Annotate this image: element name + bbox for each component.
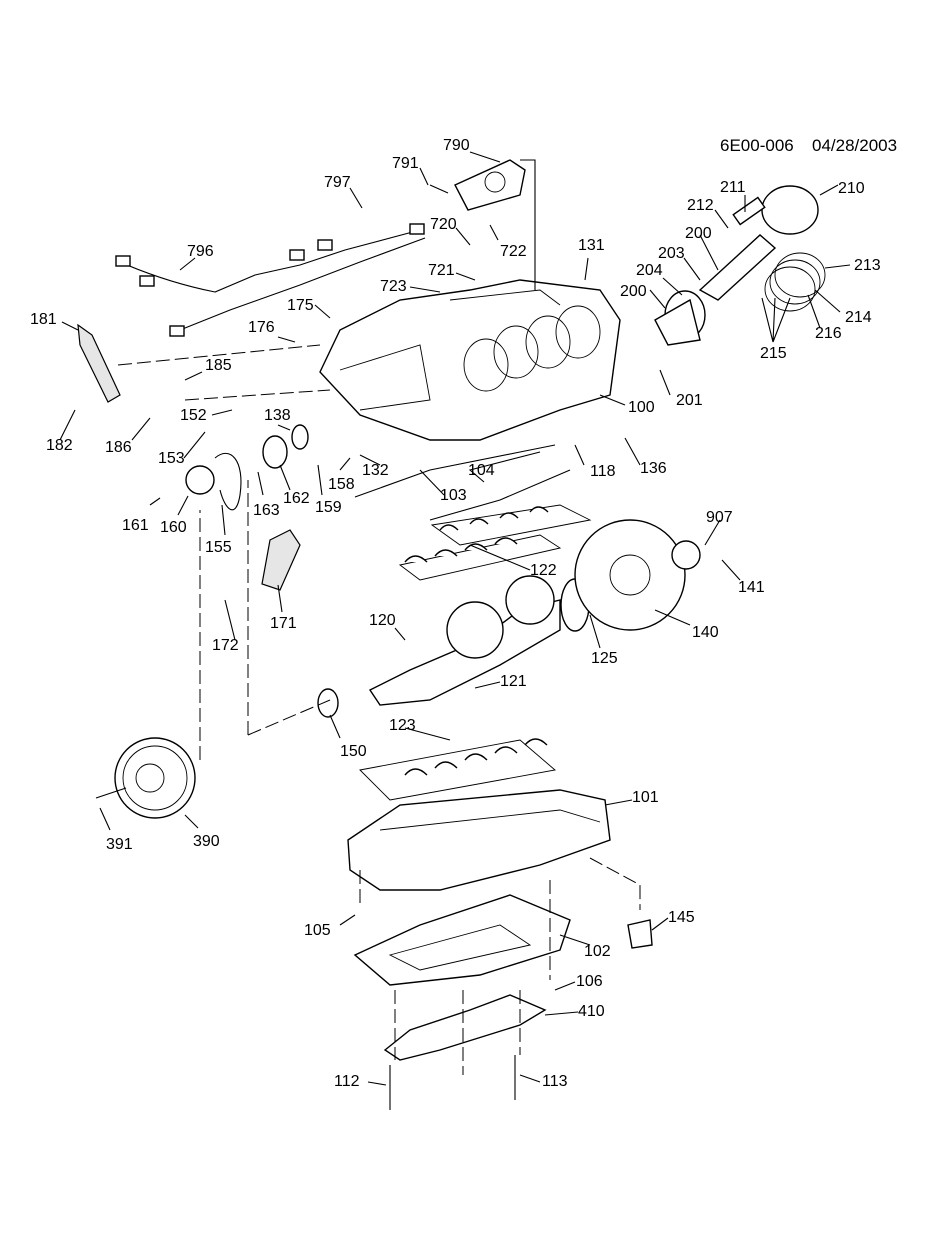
main-caps (383, 994, 547, 1061)
crankshaft-drawing (368, 575, 561, 706)
piston-pin (732, 196, 766, 226)
callout-214: 214 (845, 309, 872, 326)
flexplate (574, 519, 686, 631)
callout-136: 136 (640, 460, 667, 477)
callout-213: 213 (854, 257, 881, 274)
callout-103: 103 (440, 487, 467, 504)
seal-138 (291, 424, 309, 450)
connecting-rod (698, 234, 777, 301)
callout-150: 150 (340, 743, 367, 760)
callout-907: 907 (706, 509, 733, 526)
main-bearings-lower (359, 738, 557, 801)
front-crank-seal (317, 688, 339, 718)
callout-185: 185 (205, 357, 232, 374)
callout-100: 100 (628, 399, 655, 416)
callout-152: 152 (180, 407, 207, 424)
engine-block-drawing (319, 279, 621, 441)
callout-410: 410 (578, 1003, 605, 1020)
callout-175: 175 (287, 297, 314, 314)
callout-722: 722 (500, 243, 527, 260)
callout-101: 101 (632, 789, 659, 806)
callout-159: 159 (315, 499, 342, 516)
callout-132: 132 (362, 462, 389, 479)
callout-212: 212 (687, 197, 714, 214)
rail-104 (429, 469, 571, 521)
callout-105: 105 (304, 922, 331, 939)
flexplate-spacer (671, 540, 701, 570)
callout-200-upper: 200 (620, 283, 647, 300)
callout-176: 176 (248, 319, 275, 336)
timing-chain (214, 452, 242, 511)
callout-186: 186 (105, 439, 132, 456)
diagram-date: 04/28/2003 (812, 136, 897, 155)
callout-161: 161 (122, 517, 149, 534)
callout-123: 123 (389, 717, 416, 734)
callout-796: 796 (187, 243, 214, 260)
callout-118: 118 (590, 463, 616, 480)
piston-ring-3 (764, 266, 816, 312)
callout-112: 112 (334, 1073, 360, 1090)
wiring-harness-drawing (115, 223, 426, 337)
callout-121: 121 (500, 673, 527, 690)
callout-797: 797 (324, 174, 351, 191)
callout-122: 122 (530, 562, 557, 579)
piston-ring-2 (769, 259, 821, 305)
callout-140: 140 (692, 624, 719, 641)
rail-103 (354, 444, 556, 498)
callout-162: 162 (283, 490, 310, 507)
callout-172: 172 (212, 637, 239, 654)
callout-171: 171 (270, 615, 297, 632)
callout-113: 113 (542, 1073, 568, 1090)
diagram-code: 6E00-006 (720, 136, 794, 155)
callout-720: 720 (430, 216, 457, 233)
callout-204: 204 (636, 262, 663, 279)
callout-790: 790 (443, 137, 470, 154)
crankshaft-balancer (114, 737, 196, 819)
callout-158: 158 (328, 476, 355, 493)
callout-153: 153 (158, 450, 185, 467)
starter-motor-drawing (454, 159, 526, 211)
callout-723: 723 (380, 278, 407, 295)
sensor-145 (627, 919, 653, 949)
balancer-bolt (95, 787, 127, 799)
callout-138: 138 (264, 407, 291, 424)
callout-131: 131 (578, 237, 605, 254)
timing-chain-guide-upper (77, 323, 121, 403)
callout-201: 201 (676, 392, 703, 409)
callout-102: 102 (584, 943, 611, 960)
callout-163: 163 (253, 502, 280, 519)
rod-cap (654, 298, 701, 346)
callout-791: 791 (392, 155, 419, 172)
callout-141: 141 (738, 579, 765, 596)
callout-106: 106 (576, 973, 603, 990)
callout-216: 216 (815, 325, 842, 342)
crank-sprocket (185, 465, 215, 495)
callout-391: 391 (106, 836, 133, 853)
callout-215: 215 (760, 345, 787, 362)
bedplate-drawing (347, 789, 611, 891)
callout-203: 203 (658, 245, 685, 262)
callout-104: 104 (468, 462, 495, 479)
callout-721: 721 (428, 262, 455, 279)
callout-210: 210 (838, 180, 865, 197)
piston (761, 185, 819, 235)
callout-155: 155 (205, 539, 232, 556)
callout-120: 120 (369, 612, 396, 629)
camshaft-sprocket (262, 435, 288, 469)
main-bearings-upper (398, 504, 592, 581)
callout-211: 211 (720, 179, 746, 196)
timing-chain-guide-lower (261, 529, 301, 591)
callout-390: 390 (193, 833, 220, 850)
starter-bolt (429, 184, 449, 194)
callout-145: 145 (668, 909, 695, 926)
callout-181: 181 (30, 311, 57, 328)
callout-160: 160 (160, 519, 187, 536)
piston-ring-1 (774, 252, 826, 298)
callout-125: 125 (591, 650, 618, 667)
oil-pan-plate (353, 894, 571, 986)
callout-182: 182 (46, 437, 73, 454)
callout-200: 200 (685, 225, 712, 242)
